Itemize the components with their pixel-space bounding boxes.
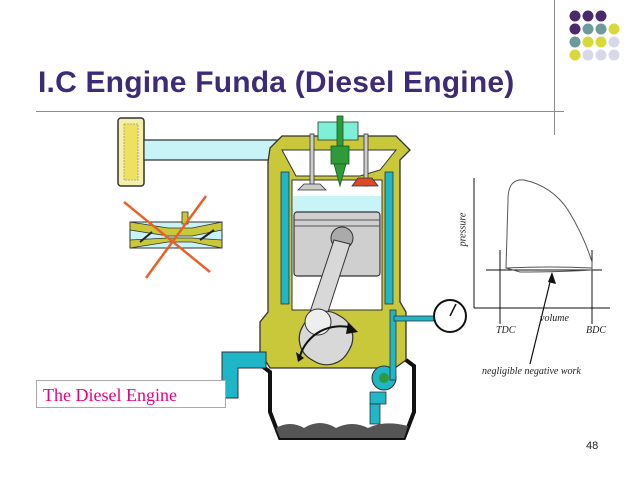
pv-cycle-curve [505,179,593,273]
decor-dot [595,36,607,48]
decor-dot [595,23,607,35]
decor-dot [582,23,594,35]
decor-dot [569,10,581,22]
pv-x-label: volume [540,313,569,324]
decor-dot [582,10,594,22]
decor-dot [569,23,581,35]
title-underline [36,111,564,112]
pressure-gauge [433,299,467,333]
decor-dot [569,49,581,61]
annotation-arrow [529,273,553,365]
crankshaft [296,308,358,366]
combustion-chamber [293,196,381,212]
pumping-loop [505,266,593,269]
bdc-label: BDC [586,325,606,336]
coolant-jacket-right [384,171,394,305]
decor-dot [608,23,620,35]
exhaust-valve [351,133,379,187]
decor-dot [608,49,620,61]
intake-valve [297,133,327,191]
decor-dot [582,36,594,48]
page-number: 48 [586,440,599,452]
pv-y-label: pressure [457,212,469,247]
slide-caption: The Diesel Engine [36,380,226,408]
decor-vertical-rule [554,0,555,135]
air-filter-element [123,123,139,181]
coolant-jacket-left [280,171,290,305]
decor-dot [595,10,607,22]
negative-work-annotation: negligible negative work [482,366,581,377]
oil-sump [276,423,408,438]
decor-dot [595,49,607,61]
decor-dot [582,49,594,61]
annotation-arrow-head [548,272,556,284]
decor-dot [569,36,581,48]
throttle-body-crossed [123,195,223,279]
slide-title: I.C Engine Funda (Diesel Engine) [38,66,515,99]
tdc-label: TDC [496,325,516,336]
fuel-injector [330,115,350,188]
decor-dot [608,36,620,48]
